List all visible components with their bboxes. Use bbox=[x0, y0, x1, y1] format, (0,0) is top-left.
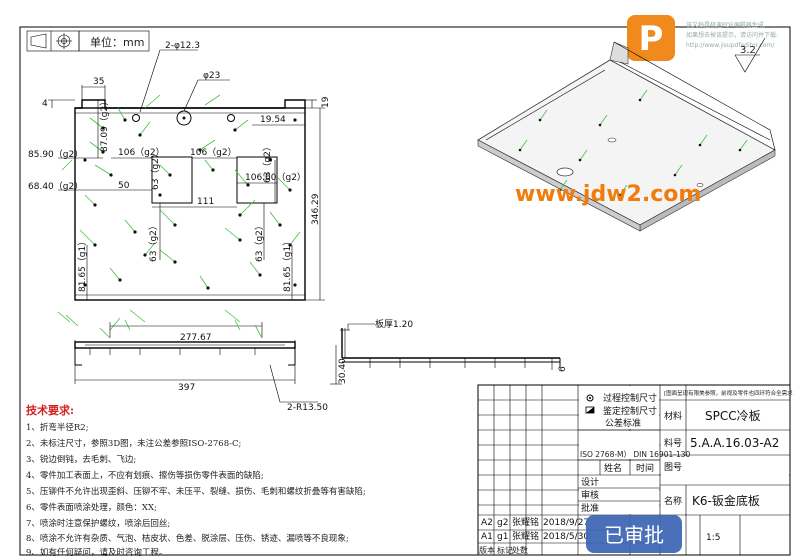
dim-2-r13-50: 2-R13.50 bbox=[287, 403, 328, 413]
isometric-view bbox=[477, 41, 776, 232]
dim-63-a: 63（g2） bbox=[150, 149, 161, 190]
dim-81-65-b: 81.65（g1） bbox=[282, 237, 293, 292]
rev-a1: A1 bbox=[481, 532, 493, 542]
check-label: 审核 bbox=[581, 489, 599, 501]
dim-30-40: 30.40 bbox=[338, 358, 348, 384]
time-label: 时间 bbox=[636, 462, 654, 474]
dim-68-40: 68.40（g2） bbox=[28, 181, 83, 192]
part-no-label: 料号 bbox=[664, 437, 682, 449]
requirement-item: 3、锐边倒钝，去毛刺、飞边; bbox=[26, 454, 136, 465]
part-no-value: 5.A.A.16.03-A2 bbox=[690, 436, 779, 450]
dim-63-b: 63（g2） bbox=[262, 142, 273, 183]
watermark-logo: P bbox=[627, 15, 675, 61]
roughness-value: 3.2 bbox=[740, 45, 756, 56]
requirement-item: 7、喷涂时注意保护螺纹，喷涂后回丝; bbox=[26, 518, 170, 529]
material-value: SPCC冷板 bbox=[705, 409, 761, 423]
dim-19: 19 bbox=[321, 96, 331, 108]
unit-label: 单位：mm bbox=[90, 35, 144, 49]
requirements-list: 1、折弯半径R2; 2、未标注尺寸，参照3D图，未注公差参照ISO-2768-C… bbox=[26, 422, 366, 558]
dim-106-b: 106（g2） bbox=[190, 147, 237, 158]
dim-6: 6 bbox=[558, 366, 568, 372]
rev-header-2: 标记 bbox=[497, 545, 513, 555]
projection-symbol bbox=[26, 30, 80, 52]
dim-35: 35 bbox=[93, 77, 104, 87]
requirement-item: 8、喷涂不允许有杂质、气泡、桔皮状、色差、脱涂层、压伤、锈迹、漏喷等不良现象; bbox=[26, 533, 349, 544]
dim-81-65-a: 81.65（g1） bbox=[77, 237, 88, 292]
requirement-item: 6、零件表面喷涂处理，颜色：XX; bbox=[26, 502, 157, 513]
date-a2: 2018/9/27 bbox=[543, 518, 589, 528]
side-view: 板厚1.20 30.40 6 bbox=[330, 318, 568, 385]
dim-346-29: 346.29 bbox=[311, 193, 321, 225]
rev-header-1: 版本 bbox=[479, 545, 495, 555]
person-a2: 张耀铭 bbox=[512, 516, 539, 528]
watermark-line-3: http://www.jisupdfeditor.com/ bbox=[686, 42, 775, 49]
dim-63-d: 63（g2） bbox=[254, 221, 265, 262]
dim-phi23: φ23 bbox=[203, 71, 220, 81]
note-right: [图面呈现有限美参照，前视及零件也四环符合全需求 bbox=[664, 389, 793, 397]
ver-g1: g1 bbox=[497, 532, 508, 542]
dim-87-09: 87.09（g2） bbox=[99, 97, 110, 152]
approval-stamp: 已审批 bbox=[586, 515, 682, 553]
watermark-site: www.jdw2.com bbox=[515, 182, 701, 207]
name-label: 姓名 bbox=[604, 462, 622, 474]
dim-277-67: 277.67 bbox=[180, 333, 212, 343]
ver-g2: g2 bbox=[497, 518, 508, 528]
dim-thickness: 板厚1.20 bbox=[375, 318, 413, 330]
scale-value: 1:5 bbox=[706, 533, 720, 543]
person-a1: 张耀铭 bbox=[512, 530, 539, 542]
dim-397: 397 bbox=[178, 383, 195, 393]
front-view: 277.67 397 2-R13.50 bbox=[65, 314, 328, 413]
requirement-item: 2、未标注尺寸，参照3D图，未注公差参照ISO-2768-C; bbox=[26, 438, 241, 449]
dim-111: 111 bbox=[197, 197, 214, 207]
dim-2-phi12-3: 2-φ12.3 bbox=[165, 41, 200, 51]
roughness-symbol: 3.2 bbox=[734, 37, 766, 73]
plan-view: 35 4 19 19.54 87.09（g2） 85.90（g2） 106（g2… bbox=[28, 41, 331, 331]
dim-106-a: 106（g2） bbox=[118, 147, 165, 158]
requirement-item: 5、压铆件不允许出现歪斜、压铆不牢、未压平、裂缝、损伤、毛刺和螺纹折叠等有害缺陷… bbox=[26, 486, 366, 497]
title-block: 过程控制尺寸 鉴定控制尺寸 公差标准 [图面呈现有限美参照，前视及零件也四环符合… bbox=[477, 384, 793, 556]
sheet-border bbox=[19, 26, 791, 556]
date-a1: 2018/5/30 bbox=[543, 532, 589, 542]
dim-106-60: 106.60（g2） bbox=[245, 172, 306, 183]
requirements-title: 技术要求: bbox=[26, 403, 74, 417]
dim-4: 4 bbox=[42, 99, 48, 109]
stamp-text: 已审批 bbox=[604, 523, 664, 547]
watermark-line-1: 该文档是极速PDF编辑器生成, bbox=[686, 21, 766, 29]
design-label: 设计 bbox=[581, 476, 599, 488]
rev-a2: A2 bbox=[481, 518, 493, 528]
part-name-value: K6-钣金底板 bbox=[692, 493, 760, 508]
dim-50: 50 bbox=[118, 181, 130, 191]
requirement-item: 9、如有任何疑问，请及时咨询工程。 bbox=[26, 547, 167, 558]
dim-63-c: 63（g2） bbox=[148, 221, 159, 262]
watermark-line-2: 如果想去掉该提示，请访问并下载: bbox=[686, 31, 778, 39]
requirement-item: 4、零件加工表面上，不应有划痕、擦伤等损伤零件表面的缺陷; bbox=[26, 470, 264, 481]
dim-19-54: 19.54 bbox=[260, 115, 286, 125]
part-name-label: 名称 bbox=[664, 495, 682, 507]
rev-header-3: 处数 bbox=[512, 545, 528, 555]
legend-identify: 鉴定控制尺寸 bbox=[603, 405, 657, 417]
legend-tolerance: 公差标准 bbox=[605, 417, 641, 429]
unit-box bbox=[78, 30, 150, 52]
requirement-item: 1、折弯半径R2; bbox=[26, 422, 89, 433]
material-label: 材料 bbox=[664, 410, 682, 422]
dim-85-90: 85.90（g2） bbox=[28, 149, 83, 160]
legend-process: 过程控制尺寸 bbox=[603, 392, 657, 404]
tolerance-standard: ISO 2768-M） DIN 16901-130 bbox=[580, 450, 690, 459]
drawing-no-label: 图号 bbox=[664, 462, 682, 473]
approve-label: 批准 bbox=[581, 502, 599, 514]
logo-letter: P bbox=[639, 19, 664, 59]
